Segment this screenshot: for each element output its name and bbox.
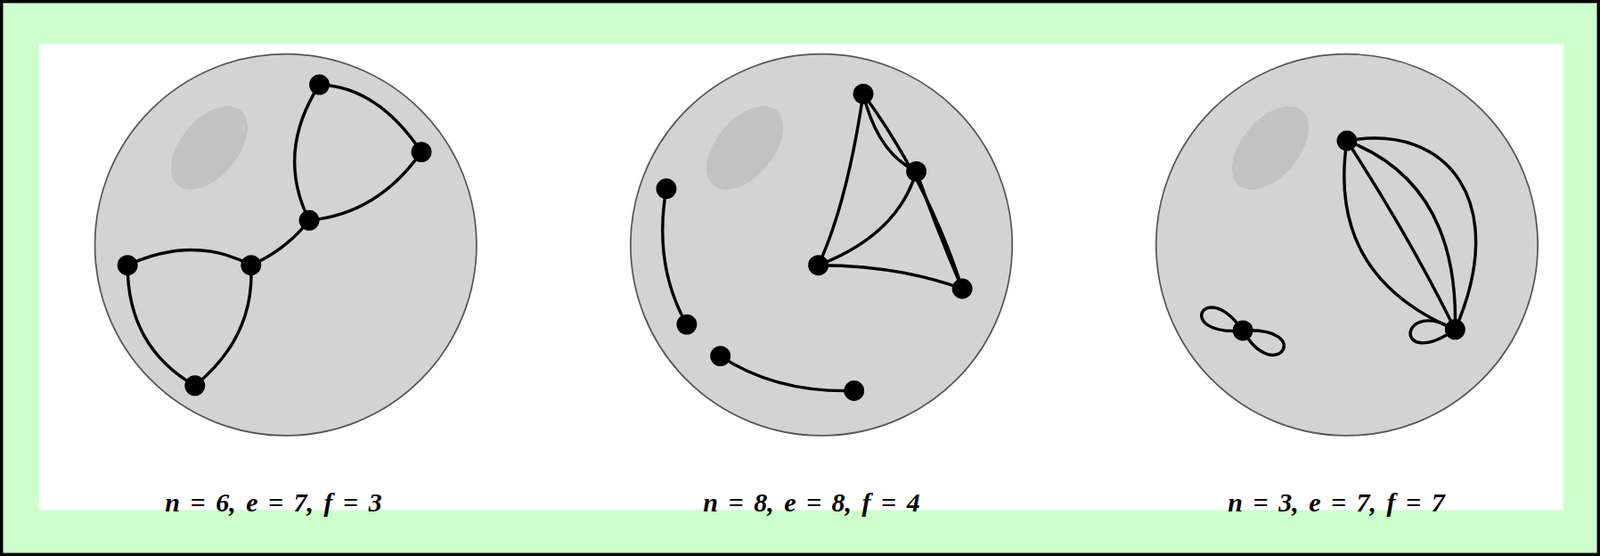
sphere-middle xyxy=(630,54,1013,436)
graph-counts-label: n = 8, e = 8, f = 4 xyxy=(702,487,920,517)
white-panel xyxy=(39,43,1564,510)
graph-counts-label: n = 3, e = 7, f = 7 xyxy=(1227,487,1445,517)
sphere-right xyxy=(1156,54,1538,436)
sphere-left xyxy=(95,54,477,436)
graph-counts-label: n = 6, e = 7, f = 3 xyxy=(164,487,382,517)
